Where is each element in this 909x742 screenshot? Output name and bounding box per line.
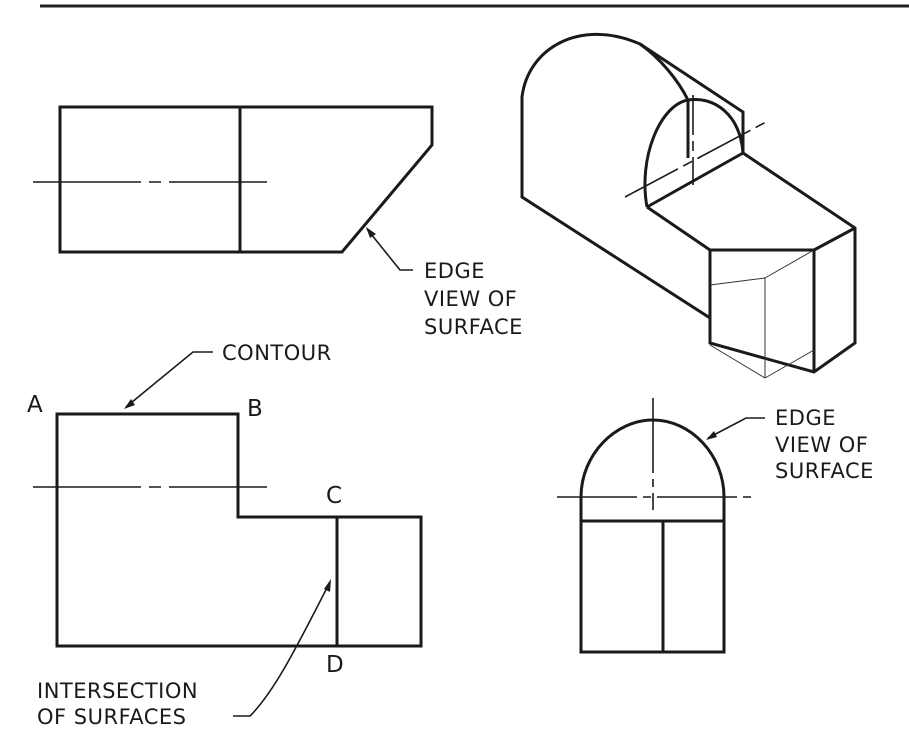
edge-view-top-label-3: SURFACE <box>424 315 523 339</box>
edge-leader-top-arrow <box>366 227 376 238</box>
point-c-label: C <box>326 483 342 509</box>
intersection-label-2: OF SURFACES <box>37 705 187 729</box>
contour-label: CONTOUR <box>222 341 332 365</box>
intersection-leader <box>233 581 331 717</box>
edge-leader-right-arrow <box>706 431 717 440</box>
iso-centerline-1 <box>624 121 767 198</box>
iso-hidden-1 <box>709 277 766 286</box>
edge-leader-top <box>366 228 413 271</box>
iso-hidden-2 <box>764 249 815 279</box>
iso-shelf-edge <box>646 151 744 209</box>
edge-view-top-label-2: VIEW OF <box>424 287 517 311</box>
iso-hidden-4 <box>709 344 766 379</box>
edge-view-right-label-3: SURFACE <box>775 459 874 483</box>
intersection-label-1: INTERSECTION <box>37 679 198 703</box>
point-d-label: D <box>326 652 344 678</box>
point-a-label: A <box>27 392 43 418</box>
iso-top-block-edge <box>646 205 711 252</box>
top-view: EDGE VIEW OF SURFACE <box>33 105 523 339</box>
side-view: EDGE VIEW OF SURFACE <box>557 398 874 654</box>
contour-leader-arrow <box>124 399 135 409</box>
edge-view-right-label-2: VIEW OF <box>775 433 868 457</box>
top-view-outline <box>58 105 434 254</box>
edge-view-right-label-1: EDGE <box>775 406 836 430</box>
contour-leader <box>125 351 213 408</box>
intersection-leader-arrow <box>324 579 331 592</box>
front-view: CONTOUR A B C D INTERSECTION OF SURFACES <box>27 341 423 729</box>
edge-leader-right <box>707 417 765 439</box>
iso-arch-top <box>639 42 690 101</box>
iso-front-arch <box>643 97 745 208</box>
iso-top-block-right2 <box>813 226 856 252</box>
iso-hidden-5 <box>764 349 815 379</box>
point-b-label: B <box>247 396 263 422</box>
front-view-outline <box>55 412 423 648</box>
iso-outer-outline <box>520 33 857 374</box>
side-view-outline <box>579 418 726 654</box>
isometric-view <box>520 33 857 379</box>
edge-view-top-label-1: EDGE <box>424 259 485 283</box>
